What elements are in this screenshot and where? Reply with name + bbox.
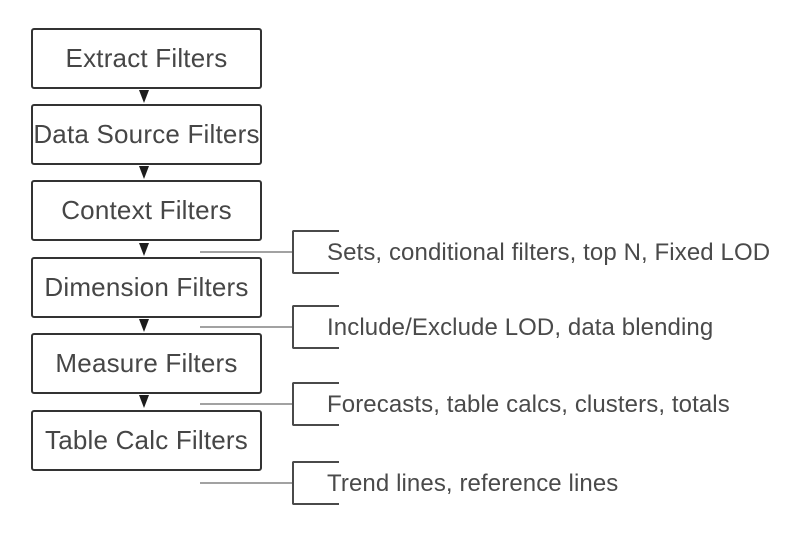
flow-box-extract-filters: Extract Filters — [31, 28, 262, 89]
annotation-label: Forecasts, table calcs, clusters, totals — [327, 391, 730, 418]
connector-line — [200, 326, 292, 328]
flow-box-label: Measure Filters — [55, 348, 238, 378]
flow-box-measure-filters: Measure Filters — [31, 333, 262, 394]
flow-box-label: Extract Filters — [65, 43, 228, 73]
connector-line — [200, 251, 292, 253]
annotation-bracket — [292, 230, 339, 274]
flow-box-data-source-filters: Data Source Filters — [31, 104, 262, 165]
down-arrow-icon — [139, 319, 149, 332]
annotation-bracket — [292, 382, 339, 426]
annotation-bracket — [292, 461, 339, 505]
down-arrow-icon — [139, 166, 149, 179]
connector-line — [200, 482, 292, 484]
down-arrow-icon — [139, 395, 149, 408]
annotation-label: Sets, conditional filters, top N, Fixed … — [327, 239, 771, 266]
flow-box-table-calc-filters: Table Calc Filters — [31, 410, 262, 471]
flow-box-label: Data Source Filters — [33, 119, 260, 149]
annotation-label: Trend lines, reference lines — [327, 470, 619, 497]
flow-box-label: Dimension Filters — [44, 272, 249, 302]
connector-line — [200, 403, 292, 405]
annotation-bracket — [292, 305, 339, 349]
flow-box-label: Context Filters — [61, 195, 232, 225]
down-arrow-icon — [139, 243, 149, 256]
down-arrow-icon — [139, 90, 149, 103]
flow-box-context-filters: Context Filters — [31, 180, 262, 241]
flow-box-dimension-filters: Dimension Filters — [31, 257, 262, 318]
annotation-label: Include/Exclude LOD, data blending — [327, 314, 714, 341]
flow-box-label: Table Calc Filters — [45, 425, 248, 455]
